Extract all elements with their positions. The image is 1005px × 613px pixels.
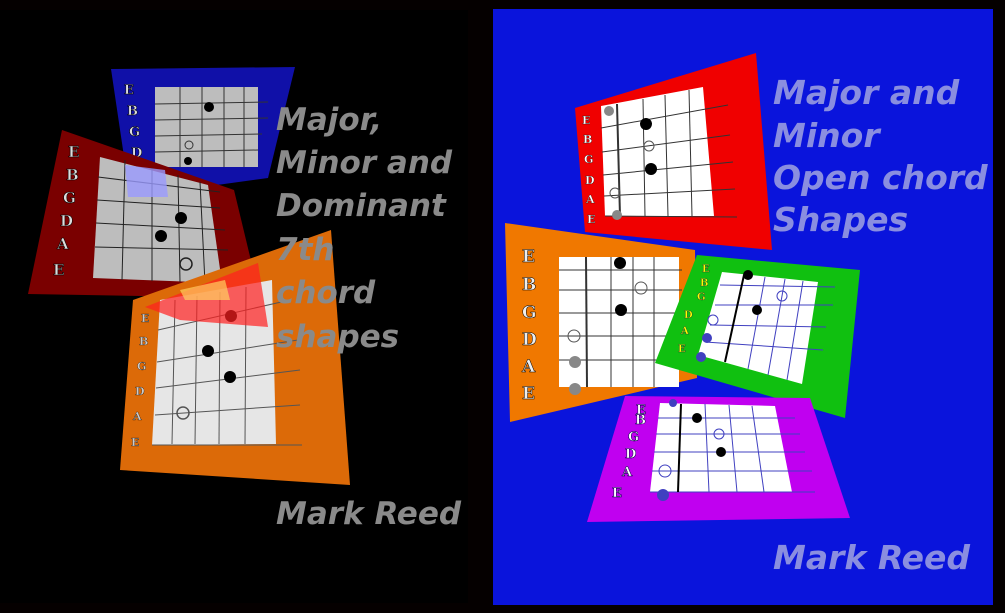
right-title-line: Open chord [773, 158, 988, 197]
svg-text:D: D [522, 330, 537, 350]
svg-text:B: B [700, 278, 708, 289]
svg-text:E: E [612, 486, 622, 501]
svg-text:E: E [131, 436, 139, 449]
svg-text:B: B [522, 275, 536, 295]
svg-text:D: D [135, 385, 145, 398]
left-title: Major, Minor and Dominant 7th chord shap… [276, 102, 453, 355]
svg-text:E: E [522, 247, 535, 267]
svg-text:G: G [137, 360, 146, 373]
svg-text:G: G [628, 430, 639, 445]
svg-text:G: G [697, 292, 706, 303]
svg-text:E: E [53, 261, 64, 279]
svg-text:A: A [621, 465, 633, 480]
svg-text:A: A [585, 193, 595, 206]
svg-text:B: B [66, 166, 79, 184]
right-title-line: Minor [773, 116, 881, 155]
overlap-highlight [125, 165, 168, 197]
svg-text:B: B [139, 335, 148, 348]
svg-text:E: E [582, 114, 590, 127]
left-title-line: 7th [276, 232, 334, 268]
left-title-line: chord [276, 275, 376, 311]
svg-text:E: E [702, 264, 710, 275]
svg-text:A: A [521, 357, 536, 377]
svg-text:E: E [124, 83, 134, 98]
right-author: Mark Reed [773, 538, 970, 577]
svg-text:G: G [522, 303, 537, 323]
svg-text:A: A [132, 410, 142, 423]
right-title: Major and Minor Open chord Shapes [773, 73, 988, 239]
svg-text:D: D [625, 447, 636, 462]
svg-text:E: E [68, 143, 79, 161]
left-title-line: Major, [276, 102, 382, 138]
left-title-line: Minor and [276, 145, 453, 181]
svg-text:E: E [678, 344, 686, 355]
svg-text:D: D [585, 174, 595, 187]
svg-text:E: E [141, 312, 149, 325]
svg-text:B: B [583, 133, 592, 146]
svg-text:A: A [680, 326, 689, 337]
svg-text:A: A [56, 235, 69, 253]
svg-text:E: E [522, 384, 535, 404]
right-title-line: Major and [773, 73, 960, 112]
overlap-yellow [180, 280, 230, 300]
svg-text:G: G [129, 125, 140, 140]
left-title-line: Dominant [276, 188, 447, 224]
svg-text:E: E [636, 403, 646, 418]
svg-text:D: D [684, 310, 693, 321]
svg-text:D: D [131, 146, 142, 161]
svg-text:D: D [60, 212, 73, 230]
svg-text:G: G [584, 153, 593, 166]
svg-text:E: E [587, 213, 595, 226]
left-title-line: shapes [276, 319, 399, 355]
svg-text:B: B [635, 413, 646, 428]
svg-text:G: G [63, 189, 76, 207]
left-author: Mark Reed [276, 496, 462, 532]
svg-text:B: B [127, 104, 138, 119]
right-title-line: Shapes [773, 200, 908, 239]
